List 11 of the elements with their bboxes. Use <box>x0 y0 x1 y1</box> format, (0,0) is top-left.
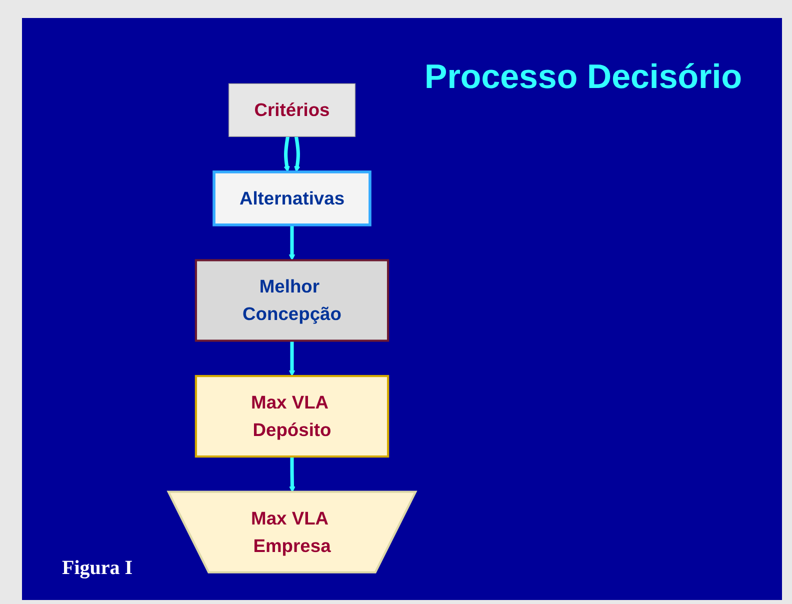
arrow <box>284 136 290 172</box>
figure-caption: Figura I <box>62 557 133 580</box>
node-box: Critérios <box>228 83 356 137</box>
arrow <box>288 340 296 376</box>
title: Processo Decisório <box>424 58 742 97</box>
node-box: Melhor Concepção <box>194 259 390 342</box>
arrow <box>294 136 300 172</box>
node-box: Alternativas <box>212 170 372 226</box>
node-box: Max VLA Depósito <box>194 374 390 458</box>
arrow <box>289 456 296 492</box>
arrow <box>288 224 296 260</box>
